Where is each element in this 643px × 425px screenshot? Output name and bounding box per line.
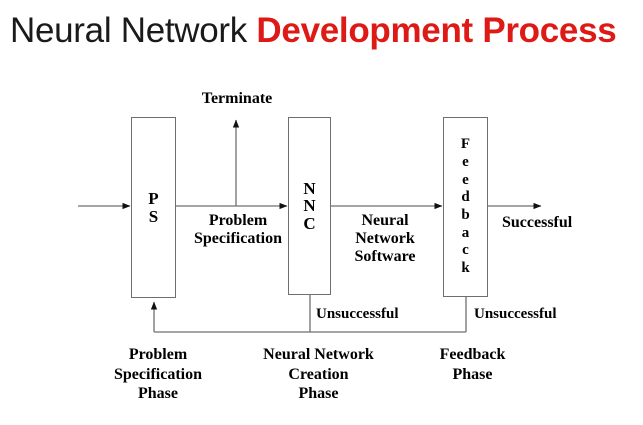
feedback-letter-1: F [460,136,471,153]
edge-label-terminate: Terminate [201,90,273,107]
process-box-feedback-letters: F e e d b a c k [461,136,470,278]
feedback-letter-4: d [461,189,470,206]
phase-label-neural-network-creation: Neural Network Creation Phase [263,346,374,403]
process-box-ps[interactable]: P S [131,117,176,298]
page-title: Neural Network Development Process [10,6,640,58]
process-box-ps-letters: P S [148,190,158,225]
edge-label-successful: Successful [502,214,573,231]
page-title-accent: Development Process [256,11,617,50]
phase-label-problem-specification: Problem Specification Phase [114,346,202,403]
nnc-letter-3: C [303,213,316,233]
nnc-letter-1: N [303,179,316,198]
process-box-nnc[interactable]: N N C [288,117,331,295]
ps-letter-1: P [148,189,159,209]
process-box-nnc-letters: N N C [303,180,315,232]
feedback-letter-5: b [461,207,470,223]
ps-letter-2: S [148,206,159,226]
edge-label-neural-network-software: Neural Network Software [354,212,416,265]
feedback-letter-6: a [461,224,470,241]
feedback-letter-3: e [462,171,469,188]
phase-label-feedback: Feedback Phase [439,346,506,383]
process-box-feedback[interactable]: F e e d b a c k [443,117,488,297]
nnc-letter-2: N [303,196,316,216]
feedback-letter-7: c [462,242,469,259]
page-title-plain: Neural Network [10,11,257,50]
feedback-letter-2: e [462,153,469,170]
feedback-letter-8: k [461,260,470,277]
edge-label-unsuccessful-nnc: Unsuccessful [316,306,399,322]
edge-label-unsuccessful-feedback: Unsuccessful [474,306,557,322]
edge-label-problem-specification: Problem Specification [194,212,282,247]
